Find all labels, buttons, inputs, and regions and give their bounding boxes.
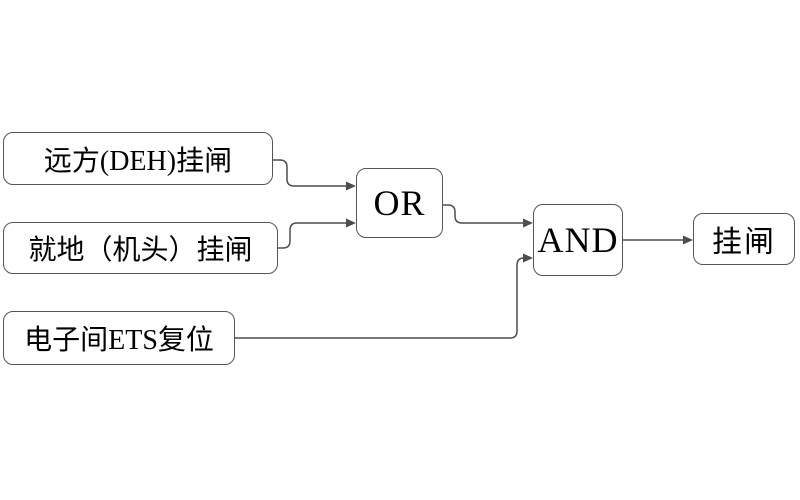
node-latch-output: 挂闸: [693, 213, 795, 265]
node-ets-reset: 电子间ETS复位: [3, 311, 235, 365]
arrowhead: [346, 218, 356, 228]
node-label: AND: [537, 220, 619, 260]
arrowhead: [523, 253, 533, 263]
edge-local-to-or: [278, 218, 356, 249]
edge-ets-to-and: [235, 253, 533, 339]
node-label: 就地（机头）挂闸: [28, 235, 253, 266]
node-label: 电子间ETS复位: [24, 325, 214, 356]
arrowhead: [523, 218, 533, 228]
node-or-gate: OR: [356, 168, 443, 238]
node-and-gate: AND: [533, 204, 623, 276]
arrowhead: [346, 181, 356, 191]
arrowhead: [683, 235, 693, 245]
node-label: 远方(DEH)挂闸: [43, 145, 233, 177]
edge-and-to-output: [623, 235, 693, 245]
node-remote-deh-latch: 远方(DEH)挂闸: [3, 132, 273, 185]
edge-or-to-and: [443, 204, 533, 228]
node-local-head-latch: 就地（机头）挂闸: [3, 222, 278, 274]
node-label: OR: [373, 183, 426, 223]
edge-remote-to-or: [273, 159, 356, 191]
node-label: 挂闸: [712, 226, 776, 259]
